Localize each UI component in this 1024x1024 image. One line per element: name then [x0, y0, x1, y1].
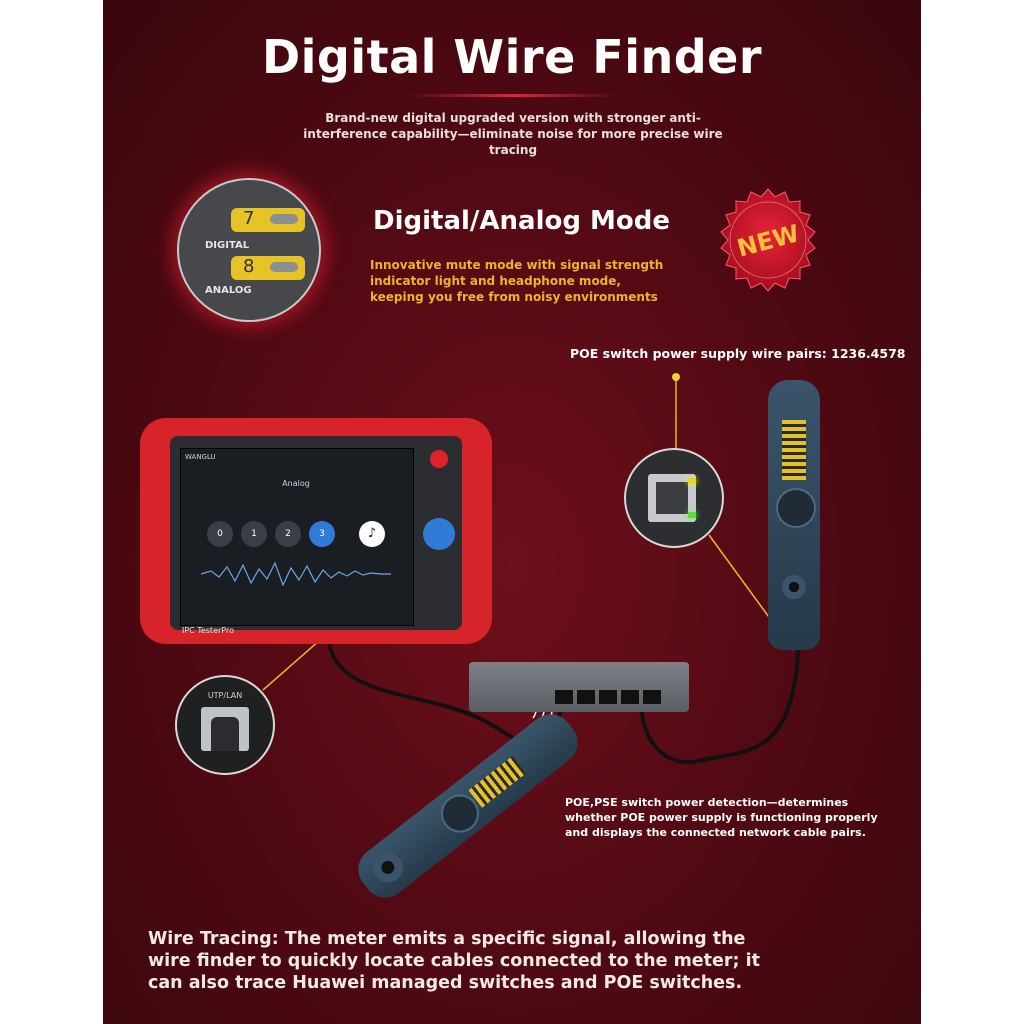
plug-label: UTP/LAN	[207, 691, 243, 700]
callout-dot	[672, 373, 680, 381]
ipc-tester-device: WANGLU Analog 0 1 2 3 ♪ IPC TesterPro	[140, 418, 492, 644]
analog-label: ANALOG	[205, 285, 252, 296]
rj45-port-closeup-image	[624, 448, 724, 548]
rj45-plug-closeup-image: UTP/LAN	[175, 675, 275, 775]
led-yellow-icon	[688, 478, 696, 484]
tester-screen: WANGLU Analog 0 1 2 3 ♪	[180, 448, 414, 626]
keypad-closeup-image: 7 DIGITAL 8 ANALOG	[177, 178, 321, 322]
led-green-icon	[688, 512, 696, 518]
analog-key: 8	[231, 256, 305, 280]
screen-button-3: 3	[309, 521, 335, 547]
waveform-icon	[201, 561, 391, 587]
power-button-icon	[430, 450, 448, 468]
poe-switch-image	[469, 662, 689, 712]
screen-button-2: 2	[275, 521, 301, 547]
new-badge-seal: NEW	[720, 188, 816, 292]
subtitle: Brand-new digital upgraded version with …	[303, 111, 723, 157]
tester-brand: WANGLU	[185, 453, 216, 461]
tester-model: IPC TesterPro	[182, 626, 234, 635]
new-badge: NEW	[715, 187, 821, 293]
digital-label: DIGITAL	[205, 240, 250, 251]
poe-detection-text: POE,PSE switch power detection—determine…	[565, 796, 878, 839]
poe-pairs-label: POE switch power supply wire pairs: 1236…	[570, 346, 906, 361]
digital-key: 7	[231, 208, 305, 232]
screen-button-1: 1	[241, 521, 267, 547]
product-panel: Digital Wire Finder Brand-new digital up…	[103, 0, 921, 1024]
screen-mode-label: Analog	[282, 479, 310, 488]
title-underline	[408, 94, 618, 97]
dpad-icon	[423, 518, 455, 550]
wire-finder-probe-upright	[768, 380, 820, 650]
mode-title: Digital/Analog Mode	[373, 206, 670, 236]
page-title: Digital Wire Finder	[261, 30, 763, 84]
mode-description: Innovative mute mode with signal strengt…	[370, 258, 664, 304]
music-note-icon: ♪	[359, 521, 385, 547]
screen-button-0: 0	[207, 521, 233, 547]
wire-tracing-text: Wire Tracing: The meter emits a specific…	[148, 929, 760, 993]
